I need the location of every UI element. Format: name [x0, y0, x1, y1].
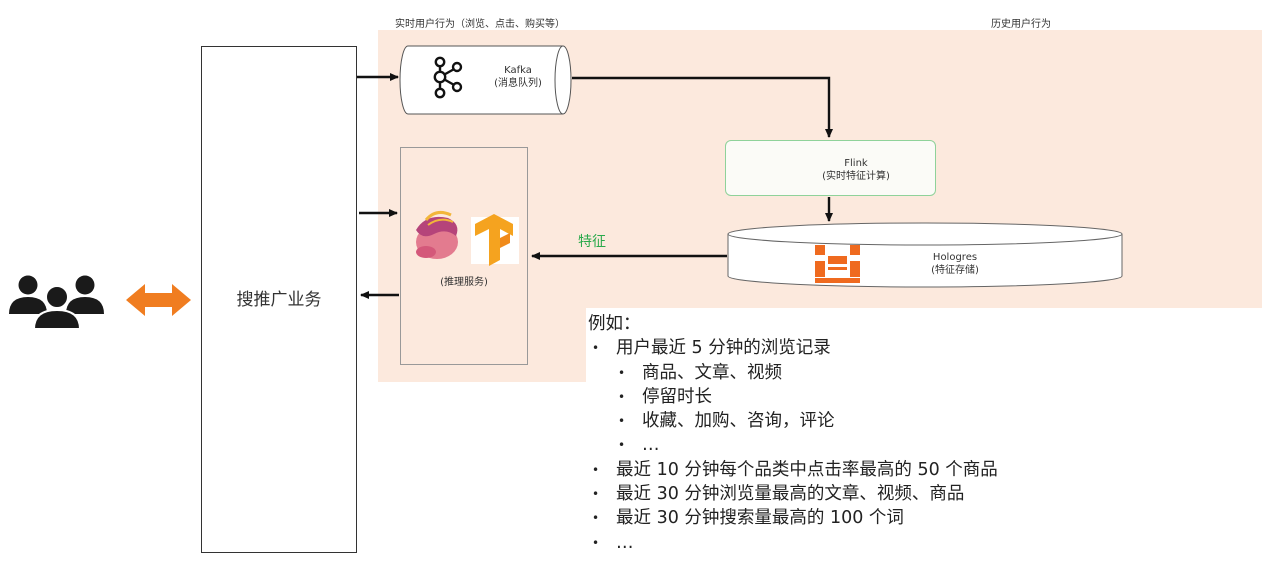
- business-box: 搜推广业务: [201, 46, 357, 553]
- business-label: 搜推广业务: [236, 290, 322, 310]
- kafka-name: Kafka: [504, 65, 532, 76]
- list-item: •用户最近 5 分钟的浏览记录: [592, 338, 831, 359]
- inference-box: [400, 147, 528, 365]
- flink-box: [725, 140, 936, 196]
- flink-label: Flink (实时特征计算): [806, 157, 906, 183]
- list-item: •停留时长: [618, 386, 712, 407]
- list-item: •收藏、加购、咨询，评论: [618, 411, 835, 432]
- kafka-desc: (消息队列): [494, 78, 542, 89]
- list-item: •最近 10 分钟每个品类中点击率最高的 50 个商品: [592, 459, 998, 480]
- flink-name: Flink: [844, 158, 868, 169]
- list-item: •商品、文章、视频: [618, 362, 782, 383]
- realtime-behavior-label: 实时用户行为（浏览、点击、购买等）: [395, 19, 565, 30]
- kafka-to-flink-arrow: [572, 76, 833, 138]
- realtime-region-extension: [378, 308, 586, 382]
- feature-arrow-label: 特征: [578, 234, 606, 250]
- examples-list: 例如： •用户最近 5 分钟的浏览记录 •商品、文章、视频 •停留时长 •收藏、…: [588, 312, 1148, 555]
- list-item: •…: [618, 435, 660, 456]
- flink-inference-icon: [416, 210, 458, 259]
- list-item: •最近 30 分钟浏览量最高的文章、视频、商品: [592, 484, 965, 505]
- list-item: •…: [592, 532, 634, 553]
- list-item: •最近 30 分钟搜索量最高的 100 个词: [592, 508, 904, 529]
- kafka-label: Kafka (消息队列): [478, 64, 558, 90]
- hologres-name: Hologres: [932, 252, 978, 263]
- hologres-desc: (特征存储): [931, 265, 979, 276]
- hologres-icon: [815, 245, 860, 283]
- kafka-icon: [421, 53, 475, 104]
- history-behavior-label: 历史用户行为: [991, 19, 1051, 30]
- tensorflow-icon: [471, 214, 519, 266]
- inference-desc: (推理服务): [440, 277, 488, 288]
- hologres-label: Hologres (特征存储): [905, 251, 1005, 277]
- examples-heading: 例如：: [588, 314, 641, 334]
- hologres-cylinder: [727, 222, 1123, 288]
- users-icon: [9, 275, 104, 330]
- flink-desc: (实时特征计算): [822, 171, 890, 182]
- double-arrow-icon: [126, 284, 191, 316]
